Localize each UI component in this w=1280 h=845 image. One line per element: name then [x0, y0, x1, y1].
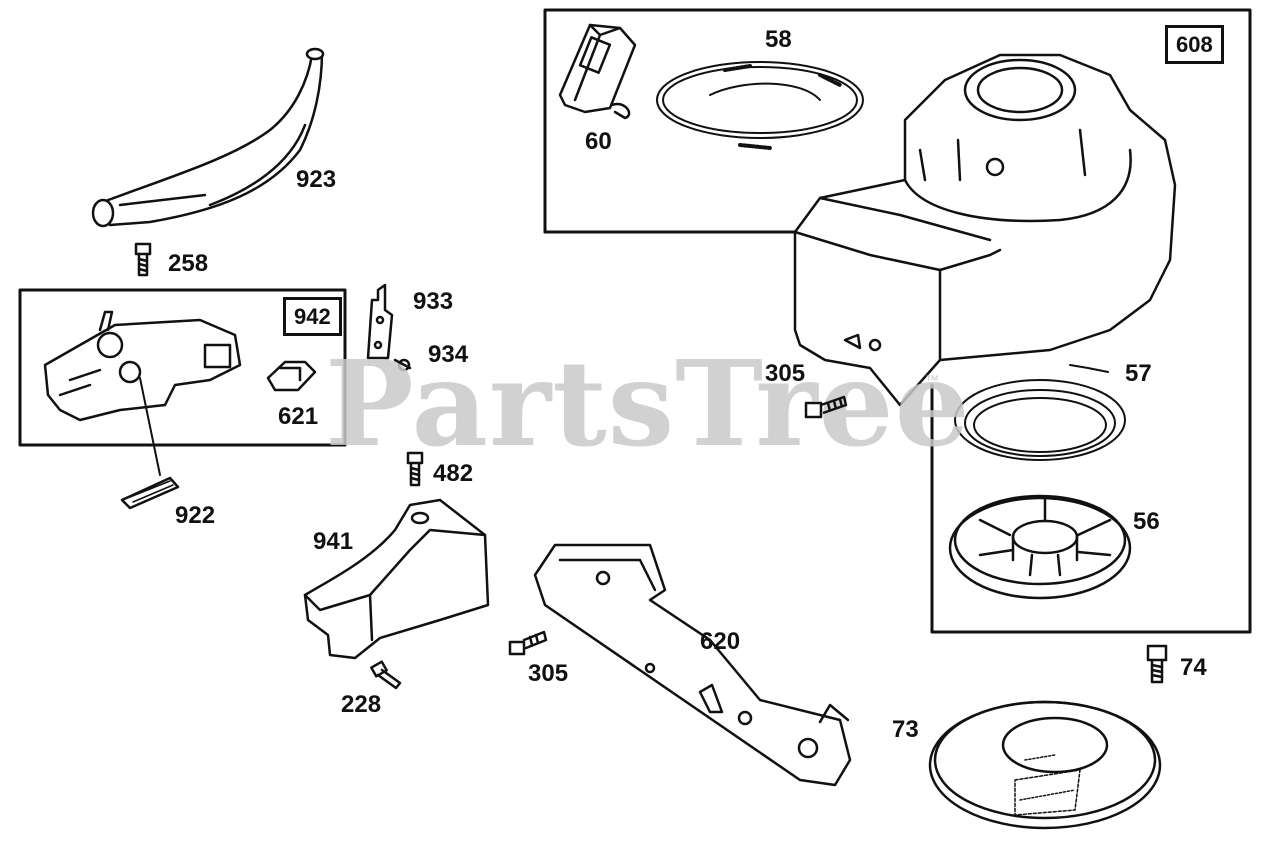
- part-label-60: 60: [585, 128, 612, 155]
- trademark-symbol: ™: [925, 372, 939, 388]
- part-label-58: 58: [765, 26, 792, 53]
- kit-label-942: 942: [283, 297, 342, 336]
- part-label-57: 57: [1125, 360, 1152, 387]
- part-305-screw-left: [508, 630, 548, 656]
- part-923-arm: [91, 47, 325, 228]
- part-608-blower-housing: [793, 53, 1177, 407]
- kit-942-frame: [18, 288, 347, 447]
- part-label-482: 482: [433, 460, 474, 487]
- part-942-control-plate: [43, 310, 242, 422]
- part-label-621: 621: [278, 403, 319, 430]
- part-621-clip: [266, 360, 317, 392]
- part-56-pulley: [948, 494, 1132, 600]
- kit-608-frame: [543, 8, 1252, 634]
- part-934-screw: [393, 358, 412, 372]
- part-label-56: 56: [1133, 508, 1160, 535]
- part-label-923: 923: [296, 166, 337, 193]
- part-258-screw: [134, 242, 152, 277]
- part-74-screw: [1146, 644, 1168, 684]
- part-922-spring: [120, 377, 180, 510]
- part-57-spring: [954, 364, 1126, 461]
- part-482-screw: [406, 451, 424, 487]
- part-60-handle: [558, 23, 637, 120]
- part-305-screw-top: [804, 395, 848, 419]
- part-label-228: 228: [341, 691, 382, 718]
- part-label-305-bottom: 305: [528, 660, 569, 687]
- part-label-258: 258: [168, 250, 209, 277]
- part-228-screw: [370, 660, 402, 690]
- part-label-74: 74: [1180, 654, 1207, 681]
- part-label-620: 620: [700, 628, 741, 655]
- part-label-933: 933: [413, 288, 454, 315]
- part-941-cover: [303, 498, 490, 660]
- part-label-922: 922: [175, 502, 216, 529]
- part-label-941: 941: [313, 528, 354, 555]
- part-620-bracket: [533, 543, 852, 787]
- part-73-screen: [928, 700, 1162, 830]
- part-label-73: 73: [892, 716, 919, 743]
- part-933-bracket: [366, 283, 394, 360]
- part-58-rope: [656, 61, 864, 150]
- part-label-934: 934: [428, 341, 469, 368]
- part-label-305-top: 305: [765, 360, 806, 387]
- kit-label-608: 608: [1165, 25, 1224, 64]
